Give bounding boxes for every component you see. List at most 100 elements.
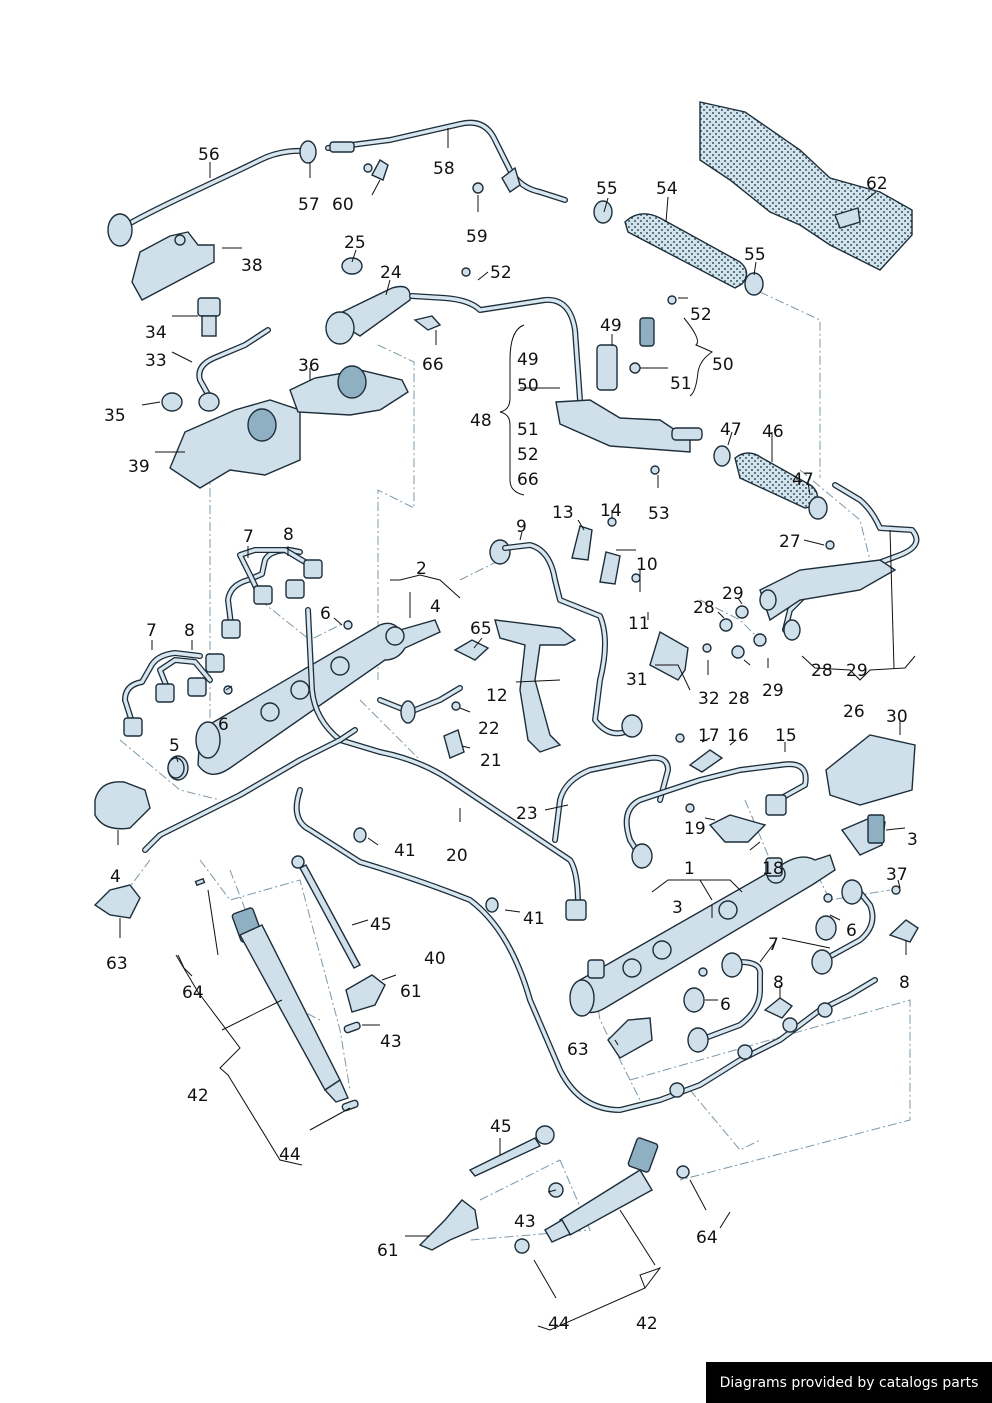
sensor-block-48 xyxy=(555,295,703,475)
injector-42-right xyxy=(418,1125,690,1254)
callout: 17 xyxy=(698,726,720,746)
callout: 5 xyxy=(169,736,180,756)
callout: 61 xyxy=(400,982,422,1002)
callout: 44 xyxy=(279,1145,301,1165)
callout: 42 xyxy=(187,1086,209,1106)
callout: 36 xyxy=(298,356,320,376)
callout: 11 xyxy=(628,614,650,634)
injector-lines-right xyxy=(607,879,919,1059)
fuel-return-line-upper xyxy=(107,119,613,247)
callout: 56 xyxy=(198,145,220,165)
callout: 59 xyxy=(466,227,488,247)
callout: 28 xyxy=(728,689,750,709)
callout: 30 xyxy=(886,707,908,727)
callout: 43 xyxy=(514,1212,536,1232)
callout: 29 xyxy=(846,661,868,681)
callout: 60 xyxy=(332,195,354,215)
callout: 45 xyxy=(490,1117,512,1137)
callout: 6 xyxy=(720,995,731,1015)
callout: 23 xyxy=(516,804,538,824)
clamp-bolt-left xyxy=(291,855,386,1013)
callout: 38 xyxy=(241,256,263,276)
callout: 12 xyxy=(486,686,508,706)
callout: 66 xyxy=(422,355,444,375)
callout: 53 xyxy=(648,504,670,524)
callout: 13 xyxy=(552,503,574,523)
callout: 19 xyxy=(684,819,706,839)
callout: 25 xyxy=(344,233,366,253)
callout: 32 xyxy=(698,689,720,709)
callout: 7 xyxy=(243,527,254,547)
callout: 44 xyxy=(548,1314,570,1334)
fuel-rail-2 xyxy=(94,619,441,830)
callout: 40 xyxy=(424,949,446,969)
callout: 49 xyxy=(517,350,539,370)
callout: 46 xyxy=(762,422,784,442)
callout: 22 xyxy=(478,719,500,739)
callout: 52 xyxy=(490,263,512,283)
pipe-26 xyxy=(719,482,920,659)
callout: 6 xyxy=(320,604,331,624)
callout: 57 xyxy=(298,195,320,215)
callout: 3 xyxy=(907,830,918,850)
callout: 64 xyxy=(696,1228,718,1248)
callout: 16 xyxy=(727,726,749,746)
callout: 51 xyxy=(670,374,692,394)
return-line-40 xyxy=(142,727,878,1113)
callout: 31 xyxy=(626,670,648,690)
callout: 4 xyxy=(430,597,441,617)
leader-lines xyxy=(117,128,916,1331)
callout: 58 xyxy=(433,159,455,179)
callout: 63 xyxy=(106,954,128,974)
callout: 50 xyxy=(712,355,734,375)
callout: 28 xyxy=(693,598,715,618)
callout: 27 xyxy=(779,532,801,552)
callout: 15 xyxy=(775,726,797,746)
callout: 54 xyxy=(656,179,678,199)
callout: 65 xyxy=(470,619,492,639)
callout: 7 xyxy=(768,935,779,955)
bracket-assembly-39 xyxy=(161,297,409,489)
callout: 8 xyxy=(184,621,195,641)
callout: 10 xyxy=(636,555,658,575)
callout: 33 xyxy=(145,351,167,371)
injector-42-left xyxy=(194,877,361,1112)
callout: 29 xyxy=(722,584,744,604)
hose-54 xyxy=(624,213,764,296)
callout: 42 xyxy=(636,1314,658,1334)
callout: 24 xyxy=(380,263,402,283)
callout: 9 xyxy=(516,517,527,537)
callout: 50 xyxy=(517,376,539,396)
callout: 2 xyxy=(416,559,427,579)
callout: 45 xyxy=(370,915,392,935)
fittings-left xyxy=(93,757,185,919)
cover-30 xyxy=(825,734,916,856)
callout: 49 xyxy=(600,316,622,336)
callout: 41 xyxy=(523,909,545,929)
callout: 48 xyxy=(470,411,492,431)
fuel-rail-1 xyxy=(569,854,901,1017)
attribution-banner: Diagrams provided by catalogs parts xyxy=(706,1362,992,1403)
callout: 52 xyxy=(517,445,539,465)
callout: 63 xyxy=(567,1040,589,1060)
callout: 1 xyxy=(684,859,695,879)
callout: 8 xyxy=(899,973,910,993)
heat-shield-62 xyxy=(699,101,913,271)
bracket-12 xyxy=(494,619,577,753)
callout: 35 xyxy=(104,406,126,426)
bracket-38 xyxy=(131,231,215,301)
callout: 21 xyxy=(480,751,502,771)
callout: 29 xyxy=(762,681,784,701)
pipe-9 xyxy=(489,517,712,738)
callout: 47 xyxy=(792,470,814,490)
callout: 39 xyxy=(128,457,150,477)
callout: 37 xyxy=(886,865,908,885)
callout: 6 xyxy=(846,921,857,941)
callout: 64 xyxy=(182,983,204,1003)
callout: 3 xyxy=(672,898,683,918)
callout: 34 xyxy=(145,323,167,343)
callout: 8 xyxy=(283,525,294,545)
hose-46 xyxy=(713,445,828,520)
callout: 20 xyxy=(446,846,468,866)
